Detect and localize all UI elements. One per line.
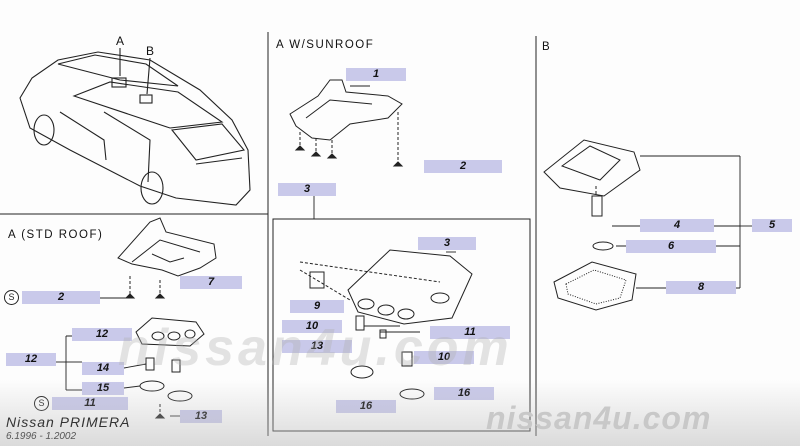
part-label-14[interactable]: 14 bbox=[82, 362, 124, 375]
part-label-8[interactable]: 8 bbox=[666, 281, 736, 294]
part-label-10-a[interactable]: 10 bbox=[282, 320, 342, 333]
part-label-11-sunroof[interactable]: 11 bbox=[430, 326, 510, 339]
std-roof-bracket bbox=[117, 217, 217, 299]
part-label-2-sunroof[interactable]: 2 bbox=[424, 160, 502, 173]
footer-gradient bbox=[0, 380, 800, 446]
model-name: Nissan PRIMERA bbox=[6, 414, 131, 430]
sunroof-bracket bbox=[289, 79, 404, 167]
part-label-5[interactable]: 5 bbox=[752, 219, 792, 232]
section-b-title: B bbox=[542, 41, 552, 53]
part-label-10-b[interactable]: 10 bbox=[414, 351, 474, 364]
car-marker-a bbox=[111, 77, 127, 88]
section-sunroof-title: A W/SUNROOF bbox=[276, 39, 375, 51]
callout-b: B bbox=[146, 44, 155, 58]
part-label-1[interactable]: 1 bbox=[346, 68, 406, 81]
sunroof-console bbox=[299, 249, 473, 400]
b-console bbox=[543, 139, 641, 311]
part-label-7[interactable]: 7 bbox=[180, 276, 242, 289]
part-label-12-b[interactable]: 12 bbox=[6, 353, 56, 366]
part-label-9[interactable]: 9 bbox=[290, 300, 344, 313]
callout-a: A bbox=[116, 34, 125, 48]
car-marker-b bbox=[139, 94, 153, 104]
symbol-s-1: S bbox=[4, 290, 19, 305]
watermark-footer: nissan4u.com bbox=[486, 400, 712, 436]
part-label-12-a[interactable]: 12 bbox=[72, 328, 132, 341]
part-label-13-sunroof[interactable]: 13 bbox=[282, 340, 352, 353]
model-years: 6.1996 - 1.2002 bbox=[6, 431, 77, 442]
section-std-roof-title: A (STD ROOF) bbox=[8, 229, 104, 241]
part-label-3-console[interactable]: 3 bbox=[418, 237, 476, 250]
car-illustration bbox=[19, 48, 251, 206]
part-label-4[interactable]: 4 bbox=[640, 219, 714, 232]
part-label-6[interactable]: 6 bbox=[626, 240, 716, 253]
part-label-2-std[interactable]: 2 bbox=[22, 291, 100, 304]
part-label-3-group[interactable]: 3 bbox=[278, 183, 336, 196]
watermark-center: nissan4u.com bbox=[118, 319, 513, 377]
